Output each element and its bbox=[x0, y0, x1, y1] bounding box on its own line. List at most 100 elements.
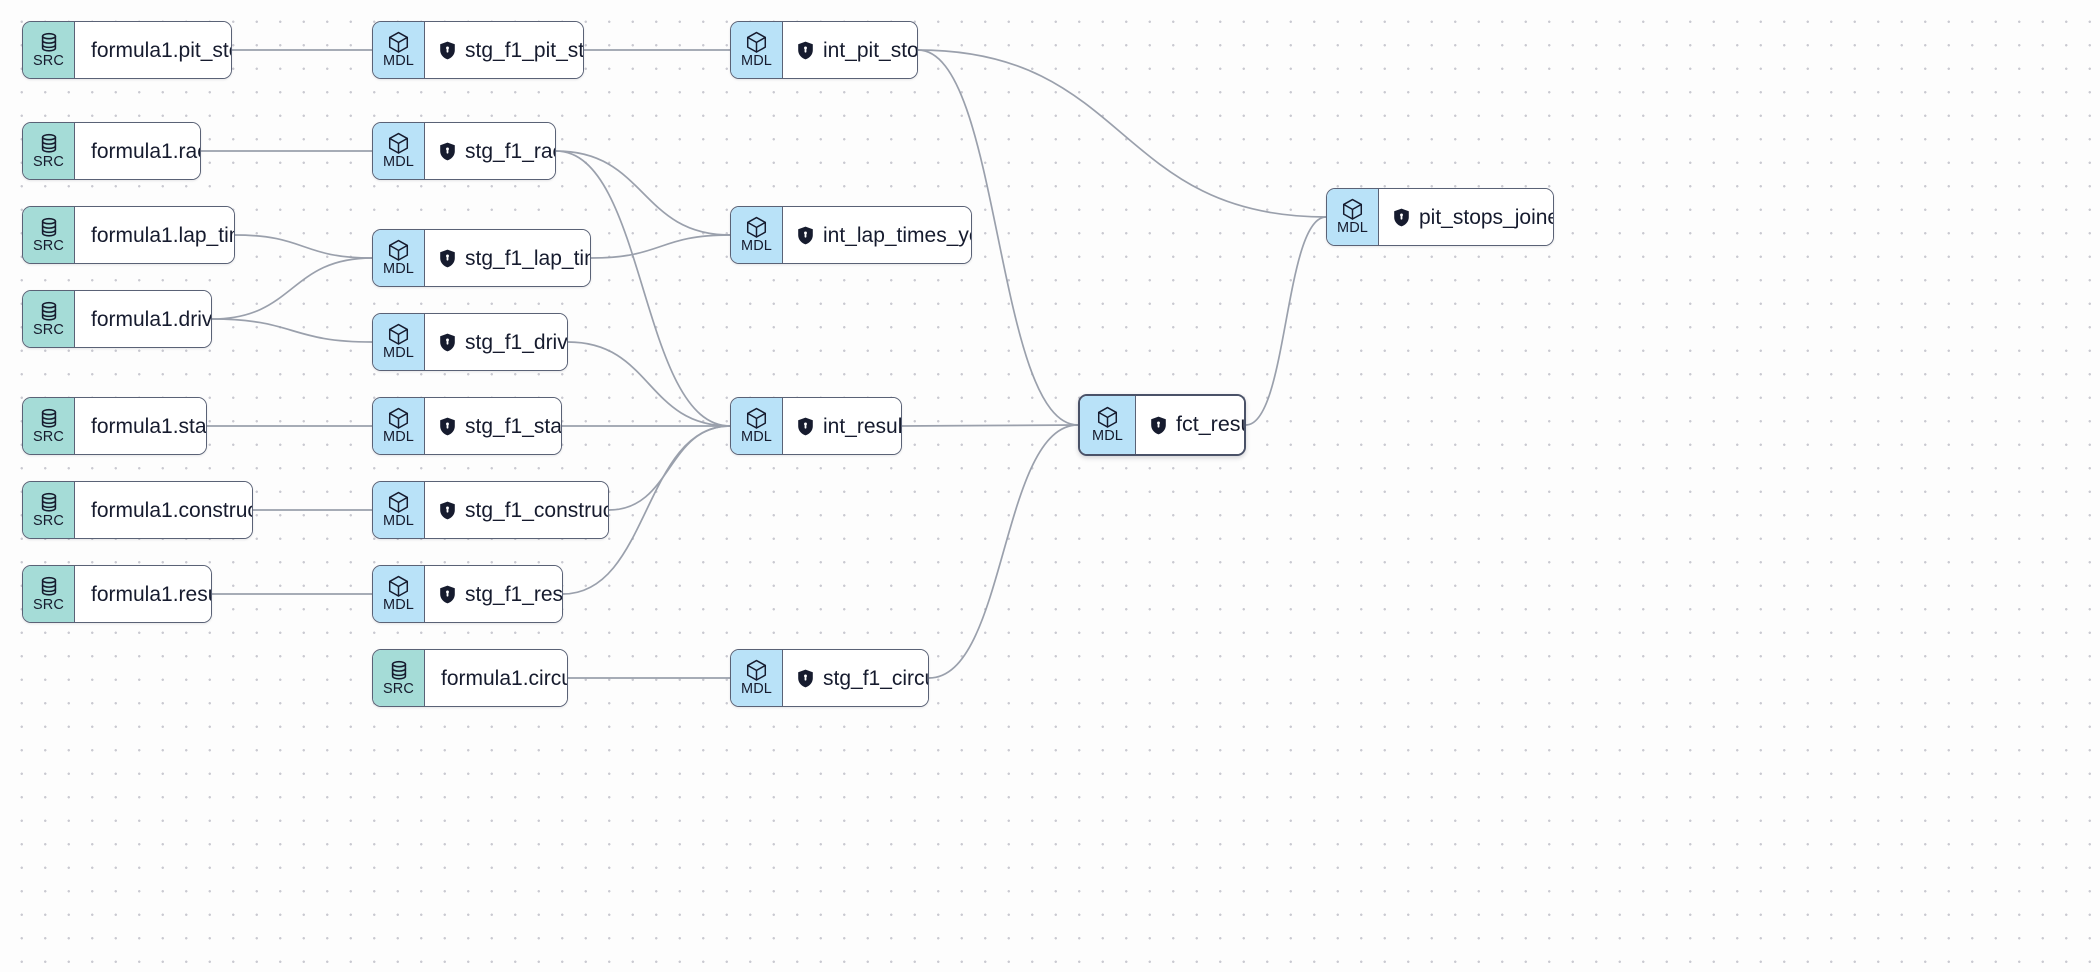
database-icon bbox=[389, 660, 409, 681]
node-body: formula1.pit_stops bbox=[75, 22, 231, 78]
cube-icon bbox=[388, 323, 409, 346]
badge-label: MDL bbox=[383, 261, 414, 278]
node-label: formula1.constructors bbox=[91, 498, 252, 522]
edge-stg_races-to-int_lap_times_years bbox=[555, 150, 731, 236]
shield-lock-icon bbox=[797, 226, 814, 245]
node-body: stg_f1_results bbox=[425, 566, 562, 622]
graph-node-stg_circuits[interactable]: MDL stg_f1_circuits bbox=[730, 649, 929, 707]
node-body: formula1.circuits bbox=[425, 650, 567, 706]
shield-lock-icon bbox=[1150, 416, 1167, 435]
src-badge: SRC bbox=[23, 123, 75, 179]
mdl-badge: MDL bbox=[373, 22, 425, 78]
node-label: int_pit_stops bbox=[823, 38, 918, 62]
node-label: stg_f1_circuits bbox=[823, 666, 928, 690]
graph-node-src_lap_times[interactable]: SRC formula1.lap_times bbox=[22, 206, 235, 264]
node-body: stg_f1_races bbox=[425, 123, 555, 179]
shield-lock-icon bbox=[439, 249, 456, 268]
edge-src_drivers-to-stg_drivers bbox=[211, 318, 373, 343]
badge-label: SRC bbox=[33, 153, 64, 170]
node-body: stg_f1_circuits bbox=[783, 650, 928, 706]
edge-stg_lap_times-to-int_lap_times_years bbox=[590, 234, 731, 259]
database-icon bbox=[39, 217, 59, 238]
badge-label: SRC bbox=[33, 596, 64, 613]
edge-int_pit_stops-to-pit_stops_joined bbox=[917, 49, 1327, 218]
node-body: formula1.status bbox=[75, 398, 207, 454]
graph-node-stg_lap_times[interactable]: MDL stg_f1_lap_times bbox=[372, 229, 591, 287]
node-label: int_results bbox=[823, 414, 902, 438]
src-badge: SRC bbox=[23, 291, 75, 347]
edge-stg_drivers-to-int_results bbox=[567, 341, 731, 427]
shield-lock-icon bbox=[439, 417, 456, 436]
src-badge: SRC bbox=[23, 566, 75, 622]
graph-node-src_results[interactable]: SRC formula1.results bbox=[22, 565, 212, 623]
node-label: formula1.status bbox=[91, 414, 207, 438]
mdl-badge: MDL bbox=[1327, 189, 1379, 245]
badge-label: MDL bbox=[741, 429, 772, 446]
badge-label: MDL bbox=[383, 154, 414, 171]
mdl-badge: MDL bbox=[373, 123, 425, 179]
mdl-badge: MDL bbox=[731, 398, 783, 454]
graph-node-src_constructors[interactable]: SRC formula1.constructors bbox=[22, 481, 253, 539]
node-label: formula1.results bbox=[91, 582, 211, 606]
mdl-badge: MDL bbox=[1080, 396, 1136, 454]
src-badge: SRC bbox=[373, 650, 425, 706]
mdl-badge: MDL bbox=[373, 566, 425, 622]
node-body: fct_results bbox=[1136, 396, 1244, 454]
database-icon bbox=[39, 576, 59, 597]
node-label: stg_f1_drivers bbox=[465, 330, 568, 354]
shield-lock-icon bbox=[439, 501, 456, 520]
cube-icon bbox=[1342, 198, 1363, 221]
cube-icon bbox=[388, 132, 409, 155]
edge-stg_races-to-int_results bbox=[555, 150, 731, 427]
shield-lock-icon bbox=[797, 669, 814, 688]
graph-node-stg_races[interactable]: MDL stg_f1_races bbox=[372, 122, 556, 180]
node-body: stg_f1_status bbox=[425, 398, 561, 454]
mdl-badge: MDL bbox=[373, 398, 425, 454]
node-body: formula1.drivers bbox=[75, 291, 211, 347]
database-icon bbox=[39, 408, 59, 429]
mdl-badge: MDL bbox=[373, 230, 425, 286]
cube-icon bbox=[388, 239, 409, 262]
graph-node-int_pit_stops[interactable]: MDL int_pit_stops bbox=[730, 21, 918, 79]
src-badge: SRC bbox=[23, 482, 75, 538]
src-badge: SRC bbox=[23, 398, 75, 454]
badge-label: SRC bbox=[33, 512, 64, 529]
edge-fct_results-to-pit_stops_joined bbox=[1245, 216, 1327, 426]
node-body: stg_f1_constructors bbox=[425, 482, 608, 538]
node-label: formula1.lap_times bbox=[91, 223, 234, 247]
node-body: int_results bbox=[783, 398, 902, 454]
mdl-badge: MDL bbox=[731, 22, 783, 78]
badge-label: SRC bbox=[33, 237, 64, 254]
shield-lock-icon bbox=[797, 41, 814, 60]
shield-lock-icon bbox=[439, 585, 456, 604]
node-label: stg_f1_pit_stops bbox=[465, 38, 584, 62]
node-body: stg_f1_pit_stops bbox=[425, 22, 584, 78]
node-label: stg_f1_races bbox=[465, 139, 555, 163]
badge-label: MDL bbox=[741, 681, 772, 698]
node-body: int_pit_stops bbox=[783, 22, 918, 78]
edge-src_drivers-to-stg_lap_times bbox=[211, 257, 373, 320]
node-body: formula1.races bbox=[75, 123, 200, 179]
graph-node-src_races[interactable]: SRC formula1.races bbox=[22, 122, 201, 180]
graph-node-int_results[interactable]: MDL int_results bbox=[730, 397, 902, 455]
node-body: stg_f1_lap_times bbox=[425, 230, 590, 286]
shield-lock-icon bbox=[439, 142, 456, 161]
graph-node-stg_pit_stops[interactable]: MDL stg_f1_pit_stops bbox=[372, 21, 584, 79]
badge-label: SRC bbox=[33, 428, 64, 445]
edge-src_lap_times-to-stg_lap_times bbox=[234, 234, 373, 259]
database-icon bbox=[39, 32, 59, 53]
graph-node-src_status[interactable]: SRC formula1.status bbox=[22, 397, 207, 455]
src-badge: SRC bbox=[23, 22, 75, 78]
